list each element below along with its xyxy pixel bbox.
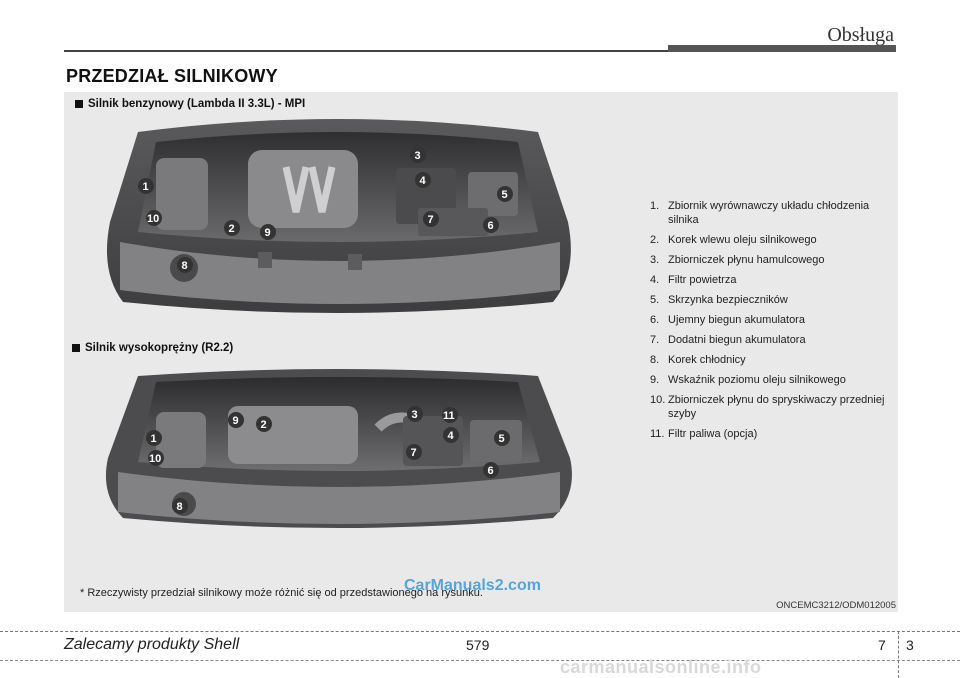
- footer-chapter: 7: [878, 637, 886, 653]
- site-watermark: carmanualsonline.info: [560, 657, 762, 677]
- footer-divider: [0, 631, 960, 632]
- svg-text:7: 7: [411, 447, 417, 459]
- carmanuals-watermark: CarManuals2.com: [404, 577, 541, 594]
- svg-text:8: 8: [177, 501, 183, 513]
- callout-group: 1 2 3 4 5 6 7 8 9 10 11: [146, 406, 510, 514]
- svg-text:3: 3: [412, 409, 418, 421]
- footer-bottom-divider: [0, 660, 960, 661]
- svg-text:5: 5: [499, 433, 505, 445]
- svg-text:8: 8: [182, 260, 188, 272]
- svg-text:1: 1: [151, 433, 157, 445]
- page-heading: PRZEDZIAŁ SILNIKOWY: [66, 66, 278, 86]
- component-legend: 1.Zbiornik wyrównawczy układu chłodzenia…: [650, 199, 900, 447]
- footer-page-number: 579: [466, 637, 490, 653]
- legend-item: 11.Filtr paliwa (opcja): [650, 428, 758, 440]
- svg-text:7: 7: [428, 214, 434, 226]
- svg-text:1: 1: [143, 181, 149, 193]
- section-title: Obsługa: [827, 24, 894, 46]
- svg-text:9: 9: [265, 227, 271, 239]
- legend-item: 2.Korek wlewu oleju silnikowego: [650, 234, 817, 246]
- svg-text:4: 4: [420, 175, 427, 187]
- svg-text:2: 2: [229, 223, 235, 235]
- svg-text:6: 6: [488, 220, 494, 232]
- svg-text:11: 11: [443, 410, 455, 422]
- svg-text:10: 10: [147, 213, 159, 225]
- svg-text:2: 2: [261, 419, 267, 431]
- petrol-engine-heading: Silnik benzynowy (Lambda II 3.3L) - MPI: [75, 98, 305, 110]
- legend-item: 8.Korek chłodnicy: [650, 354, 746, 366]
- svg-text:6: 6: [488, 465, 494, 477]
- diesel-engine-label: Silnik wysokoprężny (R2.2): [85, 342, 234, 354]
- legend-item: 4.Filtr powietrza: [650, 274, 737, 286]
- footer-chapter-page: 3: [906, 637, 914, 653]
- legend-item: 10.Zbiorniczek płynu do spryskiwaczy prz…: [650, 394, 885, 420]
- svg-text:5: 5: [502, 189, 508, 201]
- svg-text:3: 3: [415, 150, 421, 162]
- footer-left-text: Zalecamy produkty Shell: [64, 636, 240, 653]
- legend-item: 1.Zbiornik wyrównawczy układu chłodzenia…: [650, 200, 870, 226]
- bullet-square-icon: [75, 100, 83, 108]
- footer-vertical-divider: [898, 631, 899, 678]
- bullet-square-icon: [72, 344, 80, 352]
- legend-item: 6.Ujemny biegun akumulatora: [650, 314, 805, 326]
- image-code: ONCEMC3212/ODM012005: [776, 600, 896, 611]
- petrol-engine-illustration: 1 2 3 4 5 6 7 8 9 10: [106, 119, 571, 313]
- header-rule-accent: [668, 45, 896, 52]
- header-rule: [64, 50, 894, 52]
- callout-group: 1 2 3 4 5 6 7 8 9 10: [138, 147, 513, 273]
- svg-text:4: 4: [448, 430, 455, 442]
- diesel-engine-heading: Silnik wysokoprężny (R2.2): [72, 342, 233, 354]
- legend-item: 7.Dodatni biegun akumulatora: [650, 334, 806, 346]
- petrol-engine-label: Silnik benzynowy (Lambda II 3.3L) - MPI: [88, 98, 306, 110]
- legend-item: 3.Zbiorniczek płynu hamulcowego: [650, 254, 825, 266]
- svg-text:10: 10: [149, 453, 161, 465]
- footnote: * Rzeczywisty przedział silnikowy może r…: [80, 587, 483, 599]
- svg-text:9: 9: [233, 415, 239, 427]
- legend-item: 5.Skrzynka bezpieczników: [650, 294, 788, 306]
- diesel-engine-illustration: 1 2 3 4 5 6 7 8 9 10 11: [105, 369, 572, 528]
- legend-item: 9.Wskaźnik poziomu oleju silnikowego: [650, 374, 846, 386]
